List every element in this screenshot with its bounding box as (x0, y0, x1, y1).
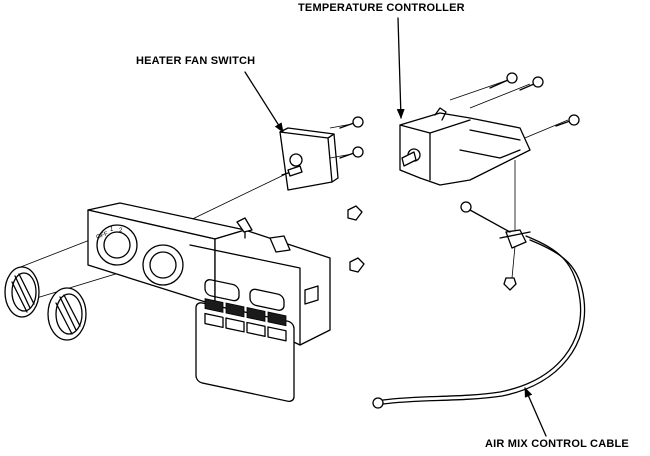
mode-button-block (195, 279, 295, 403)
fan-dial-opening (96, 224, 138, 266)
fan-knob (4, 266, 40, 318)
heater-control-panel: OFF 1 2 (87, 202, 331, 403)
temperature-controller (399, 107, 531, 186)
label-heater-fan-switch: HEATER FAN SWITCH (136, 55, 256, 67)
heater-fan-switch (279, 127, 339, 191)
callout-arrow-air-mix-cable (524, 387, 547, 437)
air-mix-control-cable (372, 201, 586, 409)
clip-upper (347, 205, 363, 221)
panel-marking-off: OFF (96, 231, 110, 241)
panel-marking-1: 1 (110, 227, 114, 233)
screw-controller-top-right (519, 76, 544, 91)
screw-fan-switch-upper (339, 116, 364, 129)
callout-arrow-temperature-controller (396, 17, 405, 119)
temperature-knob (47, 287, 87, 341)
assembly-guide-lines (17, 79, 569, 301)
screw-controller-right (555, 114, 580, 127)
panel-marking-2: 2 (119, 228, 123, 234)
label-temperature-controller: TEMPERATURE CONTROLLER (298, 2, 465, 14)
screw-controller-top-left (489, 72, 518, 89)
screw-fan-switch-lower (339, 146, 364, 159)
label-air-mix-control-cable: AIR MIX CONTROL CABLE (485, 438, 629, 450)
bracket-screw (503, 277, 517, 291)
clip-lower (349, 257, 365, 273)
callout-arrow-heater-fan-switch (244, 71, 284, 133)
temperature-dial-opening (142, 244, 184, 286)
cable-clamp-bracket (499, 229, 531, 249)
